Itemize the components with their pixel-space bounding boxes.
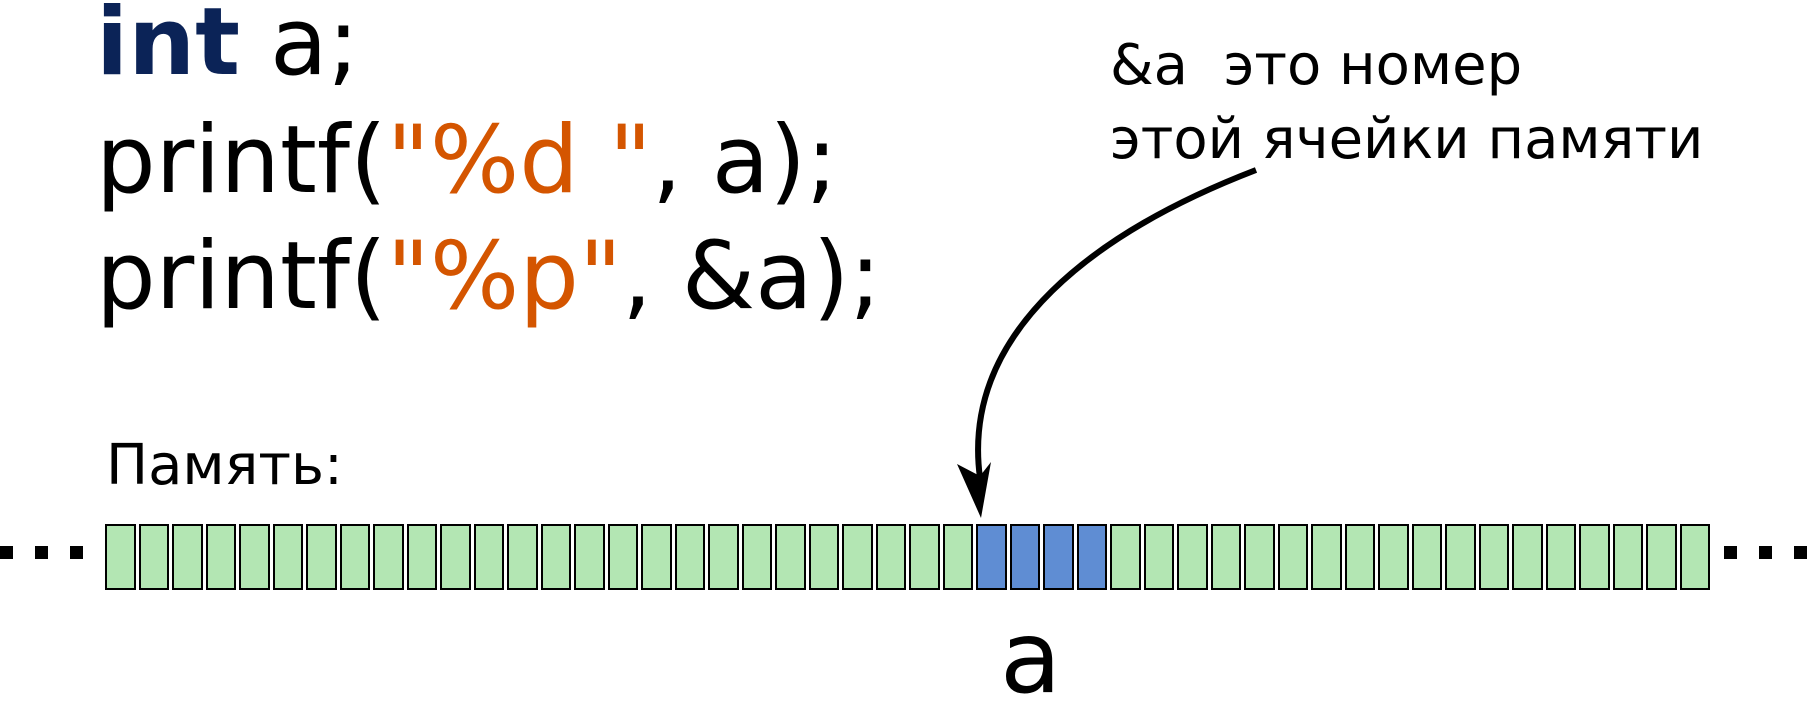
memory-cell [1612, 524, 1643, 590]
memory-cell [1311, 524, 1342, 590]
ellipsis-dot [35, 546, 48, 559]
memory-cell [1545, 524, 1576, 590]
memory-cell-variable-a [976, 524, 1007, 590]
memory-cell [406, 524, 437, 590]
memory-cell [1378, 524, 1409, 590]
memory-cell [339, 524, 370, 590]
memory-cell [1110, 524, 1141, 590]
memory-cell [1244, 524, 1275, 590]
memory-cell [205, 524, 236, 590]
memory-cell [105, 524, 136, 590]
memory-cell [574, 524, 605, 590]
annotation-line-1: &a это номер [1110, 33, 1523, 98]
ellipsis-right [1724, 546, 1807, 559]
memory-cell [1478, 524, 1509, 590]
memory-cell [473, 524, 504, 590]
memory-cell [607, 524, 638, 590]
memory-cell [540, 524, 571, 590]
memory-cell [808, 524, 839, 590]
memory-cell [1512, 524, 1543, 590]
memory-cell [172, 524, 203, 590]
memory-cell [1143, 524, 1174, 590]
ellipsis-dot [1794, 546, 1807, 559]
code-keyword-int: int [96, 0, 241, 97]
ellipsis-left [0, 546, 83, 559]
memory-cell [1344, 524, 1375, 590]
memory-cell [373, 524, 404, 590]
ellipsis-dot [1724, 546, 1737, 559]
memory-cell [674, 524, 705, 590]
memory-cell [1679, 524, 1710, 590]
memory-cell [1210, 524, 1241, 590]
ellipsis-dot [70, 546, 83, 559]
code-call-suffix: , &a); [622, 222, 882, 331]
ellipsis-dot [1759, 546, 1772, 559]
memory-cell [775, 524, 806, 590]
code-format-string: "%p" [386, 222, 623, 331]
memory-cell [1411, 524, 1442, 590]
memory-cell [507, 524, 538, 590]
code-line-3: printf("%p", &a); [96, 230, 881, 324]
pointer-arrow-curve [975, 167, 1258, 479]
memory-cell [1579, 524, 1610, 590]
code-call-prefix: printf( [96, 222, 387, 331]
code-declaration: a; [240, 0, 360, 97]
memory-label: Память: [106, 433, 343, 498]
memory-cell [1277, 524, 1308, 590]
code-call-suffix: , a); [651, 106, 838, 215]
ellipsis-dot [0, 546, 13, 559]
memory-cell [708, 524, 739, 590]
memory-cell [138, 524, 169, 590]
code-line-2: printf("%d ", a); [96, 114, 838, 208]
memory-cell [641, 524, 672, 590]
memory-cell-variable-a [1009, 524, 1040, 590]
memory-cell [306, 524, 337, 590]
code-format-string: "%d " [386, 106, 652, 215]
pointer-arrow-head [957, 462, 991, 518]
memory-cell [842, 524, 873, 590]
memory-cell-variable-a [1076, 524, 1107, 590]
code-call-prefix: printf( [96, 106, 387, 215]
memory-cell [440, 524, 471, 590]
memory-cell [1177, 524, 1208, 590]
memory-strip [105, 524, 1710, 590]
memory-cell [239, 524, 270, 590]
annotation-line-2: этой ячейки памяти [1110, 107, 1704, 172]
memory-cell [909, 524, 940, 590]
memory-cell [1445, 524, 1476, 590]
memory-cell [272, 524, 303, 590]
memory-cell [741, 524, 772, 590]
memory-cell [875, 524, 906, 590]
variable-label: a [1000, 599, 1062, 716]
memory-cell [942, 524, 973, 590]
code-line-1: int a; [96, 0, 359, 90]
memory-cell-variable-a [1043, 524, 1074, 590]
memory-cell [1646, 524, 1677, 590]
